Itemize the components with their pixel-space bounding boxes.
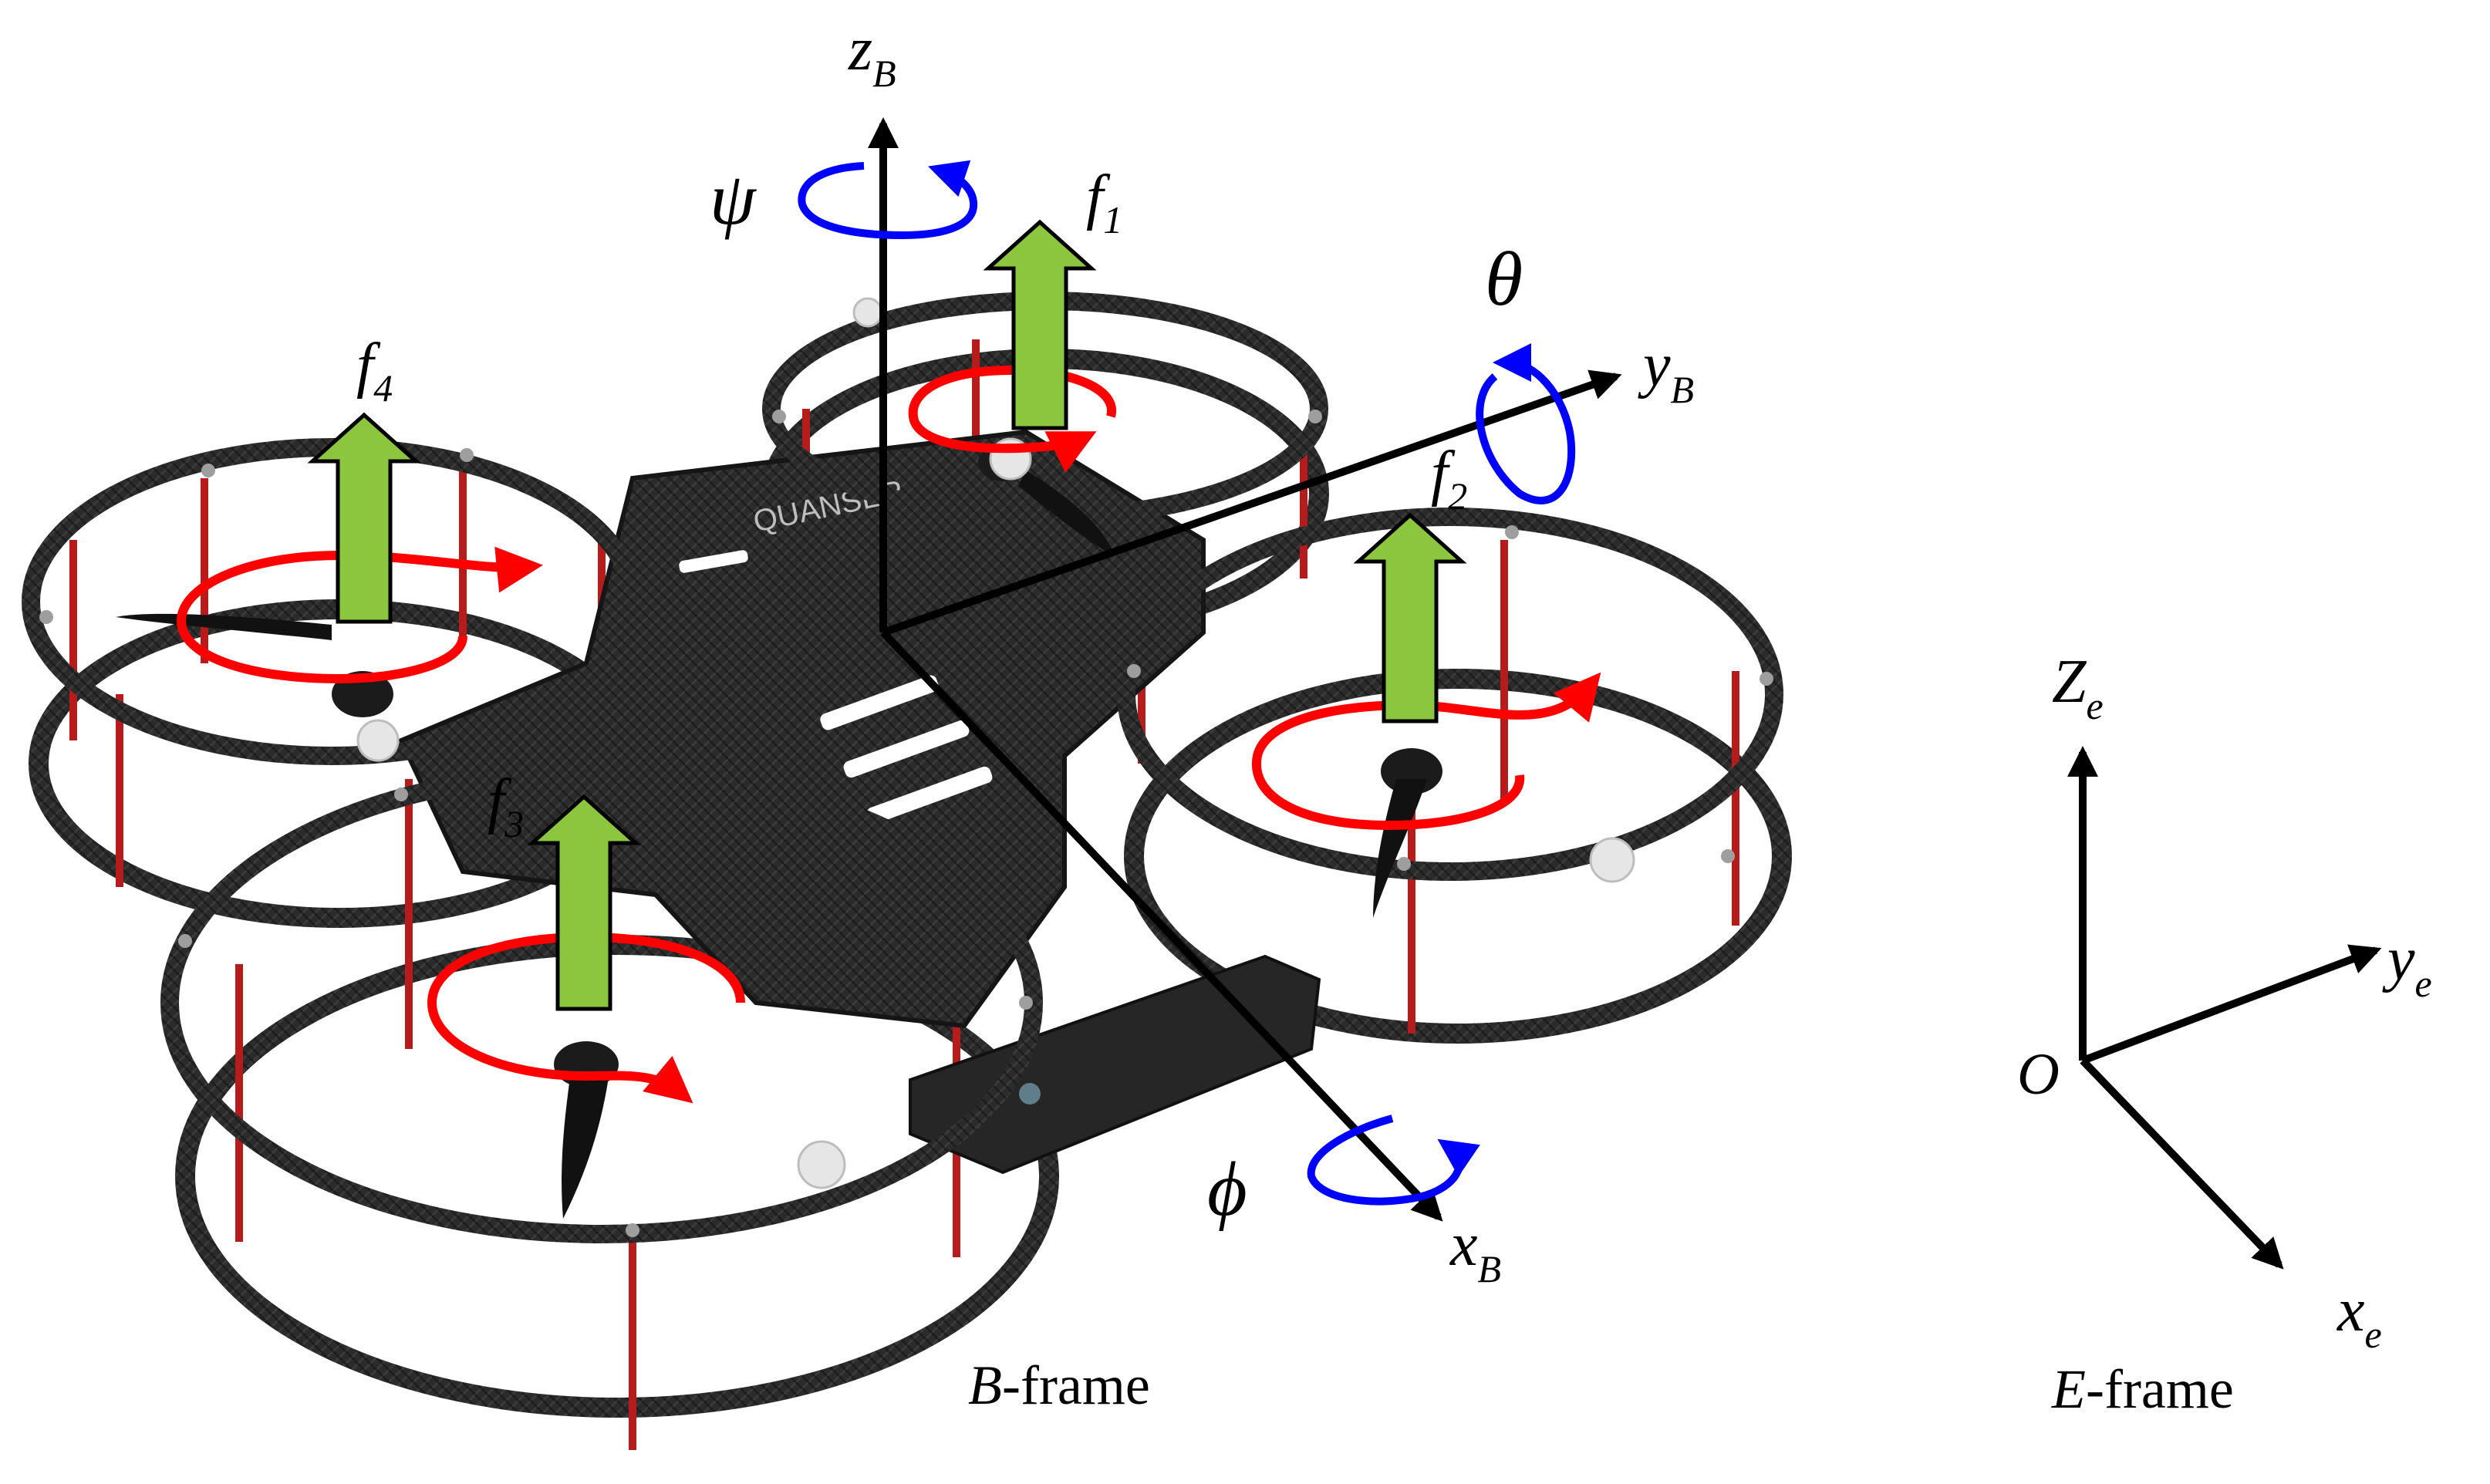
thrust-arrow-f1 [983, 219, 1097, 430]
ring-lower-right [1124, 669, 1792, 1044]
xB-axis [880, 629, 1443, 1222]
zB-label: zB [848, 15, 896, 95]
earth-frame-labels: Ze ye xe O E-frame [2017, 648, 2432, 1420]
theta-label: θ [1485, 236, 1523, 322]
f4-label: f4 [356, 332, 393, 410]
Ze-label: Ze [2052, 648, 2104, 727]
camera-lens [1019, 1083, 1041, 1105]
xe-label: xe [2336, 1277, 2382, 1356]
psi-label: ψ [710, 157, 757, 240]
xB-label: xB [1449, 1211, 1501, 1290]
mocap-markers [356, 297, 1635, 1189]
xe-axis [2080, 1057, 2284, 1270]
prop-rotation-4 [176, 546, 543, 684]
ye-axis [2081, 944, 2382, 1064]
earth-frame-axes [2067, 746, 2382, 1270]
camera-module [909, 954, 1321, 1175]
prop-rotation-2 [1251, 672, 1601, 831]
propeller-rotations [176, 365, 1601, 1104]
thrust-arrow-f3 [527, 794, 641, 1011]
f1-label: f1 [1086, 164, 1122, 241]
roll-rotation-arrow [1307, 1115, 1480, 1206]
phi-label: ϕ [1207, 1146, 1247, 1232]
f2-label: f2 [1431, 440, 1467, 518]
plate-slots [679, 550, 993, 825]
b-frame-label: B-frame [968, 1354, 1150, 1416]
thrust-arrow-f4 [307, 412, 421, 624]
origin-O-label: O [2017, 1042, 2060, 1107]
quadrotor-drone: QUANSER [22, 292, 1792, 1450]
motors-and-props [116, 444, 1442, 1219]
thrust-arrow-f2 [1353, 512, 1467, 723]
thrust-arrows [307, 219, 1467, 1011]
yB-axis [882, 369, 1622, 636]
ring-upper-right [1117, 508, 1783, 881]
yB-label: yB [1638, 332, 1694, 411]
body-frame-axes [868, 117, 1622, 1222]
ring-lower-front [175, 935, 1059, 1418]
ring-bolts [39, 410, 1773, 1237]
prop-rotation-1 [908, 365, 1117, 473]
ring-upper-front [160, 762, 1043, 1243]
prop-rotation-3 [427, 932, 745, 1104]
attitude-rotations [798, 160, 1576, 1206]
yaw-rotation-arrow [798, 160, 978, 240]
pitch-rotation-arrow [1476, 343, 1576, 504]
ye-label: ye [2382, 926, 2432, 1005]
e-frame-label: E-frame [2051, 1358, 2234, 1420]
